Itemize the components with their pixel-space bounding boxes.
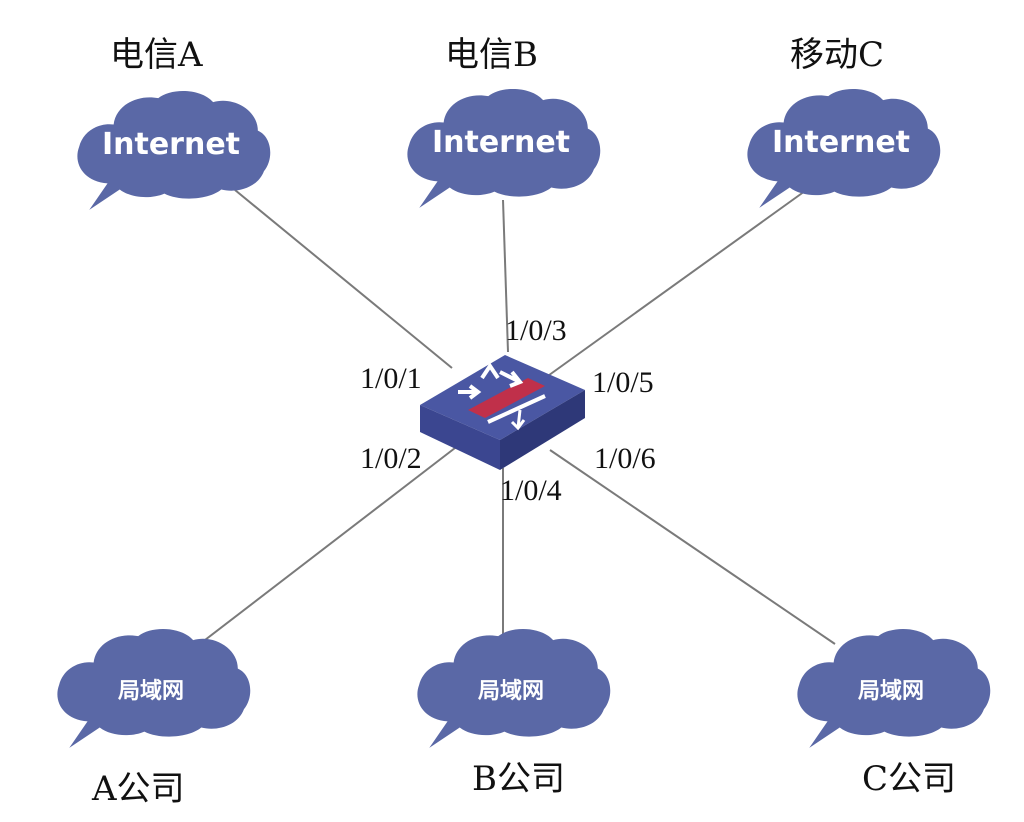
firewall-switch-icon bbox=[420, 355, 585, 470]
cloud-lan-company-a: 局域网 bbox=[57, 628, 251, 748]
switch-letter-mark bbox=[480, 362, 500, 380]
node-label-company-c: C公司 bbox=[862, 759, 956, 799]
cloud-lan-company-c: 局域网 bbox=[797, 628, 991, 748]
link-dianxin-b bbox=[502, 199, 509, 353]
cloud-internet-dianxin-a: Internet bbox=[77, 90, 271, 210]
port-label-1-0-1: 1/0/1 bbox=[360, 362, 422, 395]
cloud-label: Internet bbox=[102, 127, 240, 162]
port-label-1-0-3: 1/0/3 bbox=[505, 314, 567, 347]
switch-left-face bbox=[420, 405, 500, 470]
switch-bar-icon bbox=[487, 394, 546, 424]
cloud-label: Internet bbox=[772, 125, 910, 160]
node-label-company-b: B公司 bbox=[472, 759, 565, 799]
port-label-1-0-4: 1/0/4 bbox=[500, 474, 562, 507]
switch-right-face bbox=[500, 390, 585, 470]
link-dianxin-a bbox=[234, 189, 453, 369]
switch-red-stripe bbox=[468, 378, 545, 418]
cloud-internet-yidong-c: Internet bbox=[747, 88, 941, 208]
cloud-label: 局域网 bbox=[478, 678, 544, 704]
switch-arrow-out-icon bbox=[510, 409, 526, 431]
cloud-label: Internet bbox=[432, 125, 570, 160]
cloud-internet-dianxin-b: Internet bbox=[407, 88, 601, 208]
port-label-1-0-2: 1/0/2 bbox=[360, 442, 422, 475]
cloud-label: 局域网 bbox=[118, 678, 184, 704]
node-label-dianxin-b: 电信B bbox=[445, 35, 538, 75]
switch-arrow-in-icon bbox=[458, 384, 482, 400]
port-label-1-0-5: 1/0/5 bbox=[592, 366, 654, 399]
node-label-dianxin-a: 电信A bbox=[110, 35, 203, 75]
port-label-1-0-6: 1/0/6 bbox=[594, 442, 656, 475]
node-label-yidong-c: 移动C bbox=[790, 35, 884, 75]
switch-arrow-down-icon bbox=[499, 370, 524, 388]
cloud-lan-company-b: 局域网 bbox=[417, 628, 611, 748]
link-company-c bbox=[549, 449, 836, 645]
link-company-a bbox=[204, 447, 456, 641]
link-yidong-c bbox=[544, 185, 813, 379]
cloud-label: 局域网 bbox=[858, 678, 924, 704]
links bbox=[204, 185, 836, 645]
node-label-company-a: A公司 bbox=[91, 769, 185, 809]
